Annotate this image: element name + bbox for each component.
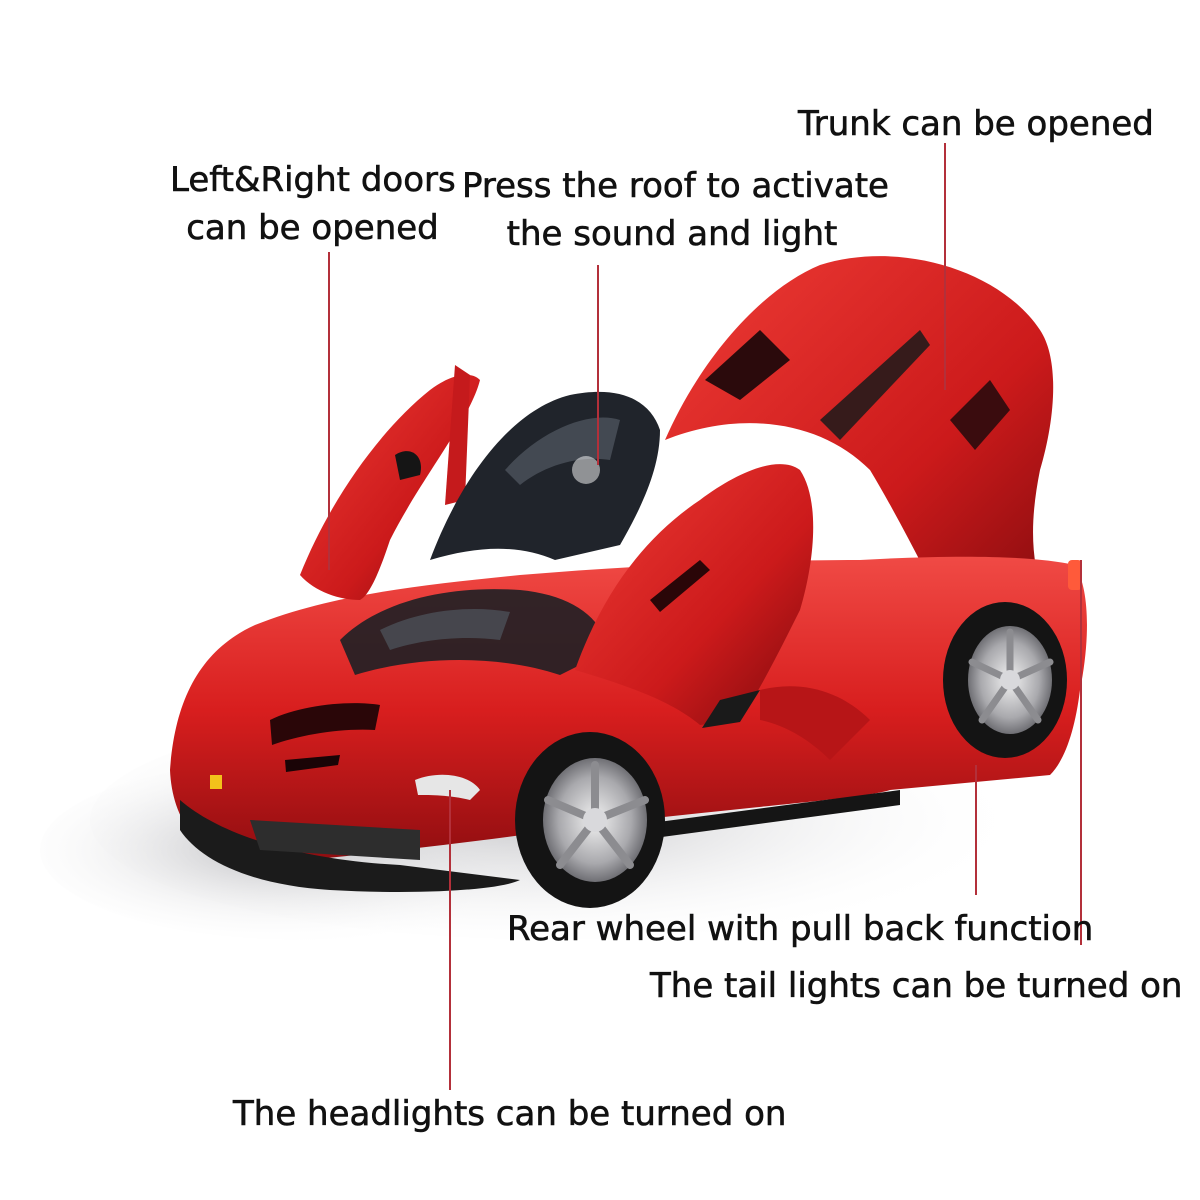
callout-trunk: Trunk can be opened	[798, 104, 1154, 145]
trunk-lid	[665, 256, 1054, 640]
left-door	[300, 365, 480, 600]
callout-doors-line1: Left&Right doors	[170, 160, 456, 201]
callout-tail-lights: The tail lights can be turned on	[650, 966, 1183, 1007]
rear-wheel	[943, 602, 1067, 758]
tail-light	[1068, 560, 1082, 590]
leader-line-tail-lights	[1080, 560, 1082, 945]
leader-line-trunk	[944, 143, 946, 390]
right-door	[575, 464, 814, 728]
leader-line-headlights	[449, 790, 451, 1090]
callout-roof-line1: Press the roof to activate	[462, 166, 890, 207]
leader-line-roof	[597, 265, 599, 465]
leader-line-doors	[328, 252, 330, 570]
callout-rear-wheel: Rear wheel with pull back function	[507, 909, 1094, 950]
callout-doors-line2: can be opened	[186, 208, 439, 249]
leader-line-rear-wheel	[975, 765, 977, 895]
callout-roof-line2: the sound and light	[506, 214, 838, 255]
front-wheel	[515, 732, 665, 908]
callout-doors: Left&Right doors can be opened	[170, 156, 456, 252]
callout-headlights: The headlights can be turned on	[233, 1094, 787, 1135]
callout-roof: Press the roof to activate the sound and…	[462, 162, 890, 258]
canopy-glass	[430, 391, 660, 560]
